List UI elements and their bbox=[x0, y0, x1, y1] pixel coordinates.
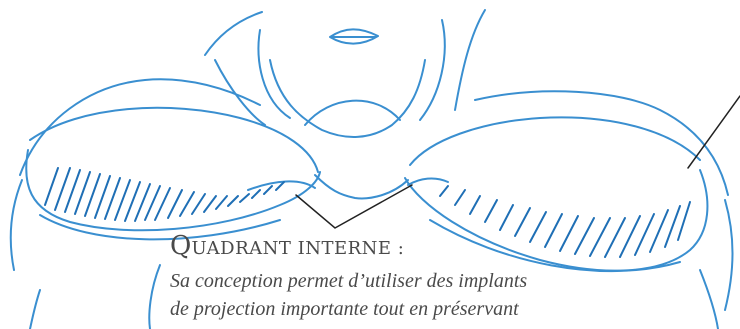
annotation-description-line-2: de projection importante tout en préserv… bbox=[170, 295, 690, 323]
torso-lower-right bbox=[700, 270, 718, 329]
chin bbox=[270, 60, 425, 137]
heading-first-letter: Q bbox=[170, 231, 192, 261]
annotation-description-line-1: Sa conception permet d’utiliser des impl… bbox=[170, 267, 690, 295]
left-shoulder bbox=[20, 79, 260, 175]
right-body-edge bbox=[725, 200, 733, 310]
sternal-notch bbox=[305, 101, 400, 125]
jaw-line bbox=[205, 12, 262, 55]
left-breast-top bbox=[30, 108, 318, 172]
left-body-edge bbox=[11, 180, 22, 270]
right-shoulder bbox=[475, 91, 728, 195]
annotation-heading: QUADRANT INTERNE : bbox=[170, 233, 690, 259]
right-breast-inner bbox=[408, 178, 448, 185]
neck-right bbox=[455, 10, 485, 110]
left-arm bbox=[30, 290, 40, 329]
leader-line-left bbox=[296, 185, 412, 228]
lips bbox=[330, 29, 378, 43]
right-breast-top bbox=[410, 117, 700, 165]
annotation-block: QUADRANT INTERNE : Sa conception permet … bbox=[170, 233, 690, 323]
torso-lower-left bbox=[149, 265, 160, 329]
heading-rest: UADRANT INTERNE : bbox=[192, 238, 405, 259]
neck-left bbox=[215, 60, 265, 125]
